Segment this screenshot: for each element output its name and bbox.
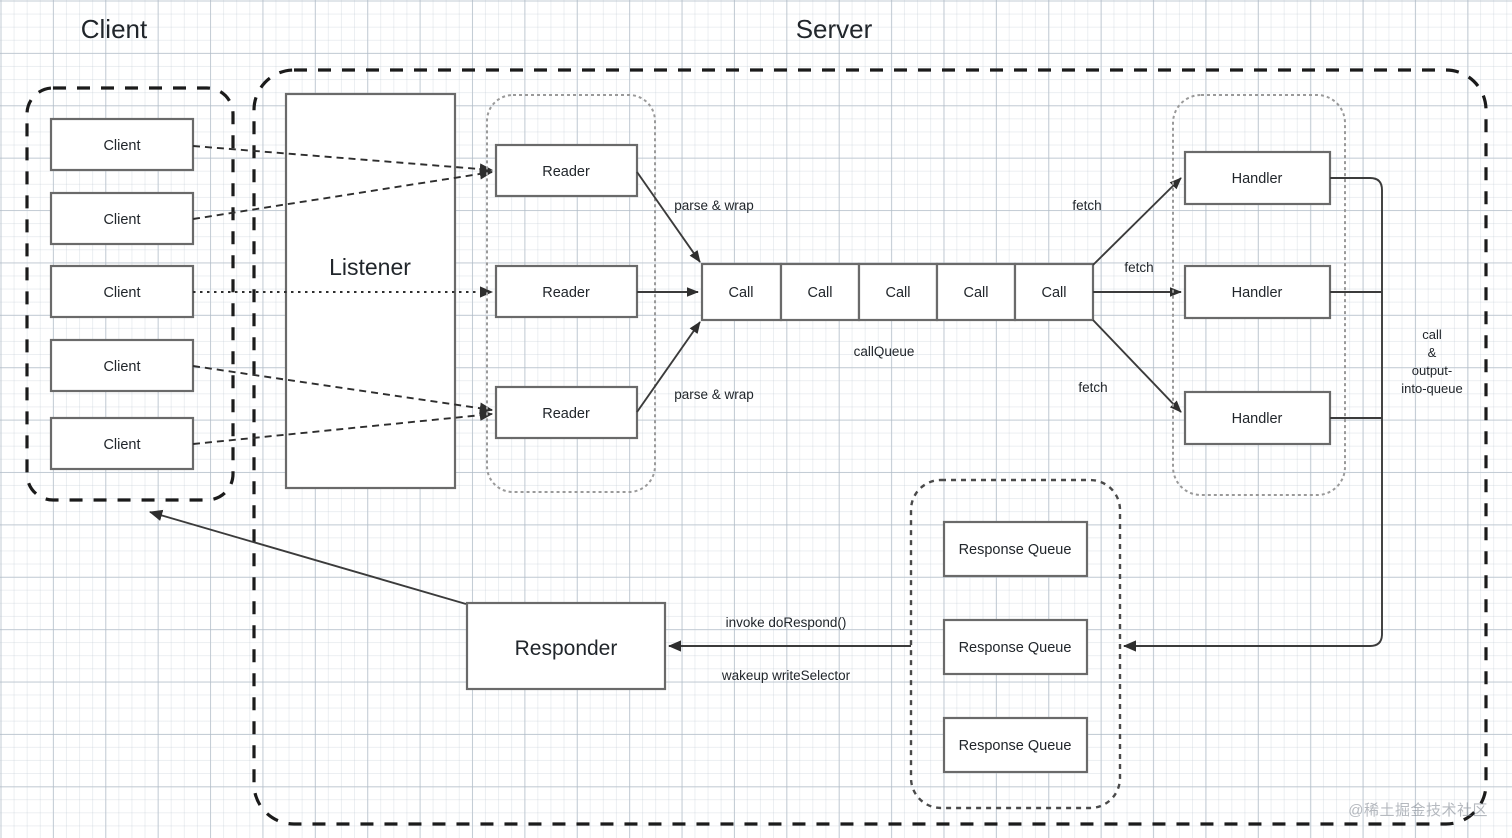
responder-node[interactable]: Responder (465, 601, 667, 691)
listener-label: Listener (329, 254, 411, 280)
client-zone-title: Client (81, 14, 148, 44)
client2-to-reader1-edge (192, 168, 494, 220)
client-box-2[interactable]: Client (49, 191, 195, 246)
client4-to-reader3-edge (192, 365, 494, 414)
response-queue-label: Response Queue (959, 738, 1072, 754)
responsequeue-to-responder-connectors: invoke doRespond() wakeup writeSelector (667, 615, 911, 683)
response-queue-box-1[interactable]: Response Queue (942, 520, 1089, 578)
reader-box-1[interactable]: Reader (494, 143, 639, 198)
client-box-label: Client (103, 212, 140, 228)
call-output-label-line2: & (1428, 345, 1437, 360)
client-box-1[interactable]: Client (49, 117, 195, 172)
call-cell-label: Call (1042, 285, 1067, 301)
handler-output-bus: call & output- into-queue (1122, 177, 1463, 652)
parse-wrap-top-label: parse & wrap (674, 198, 754, 213)
client-to-reader-connectors (192, 145, 494, 445)
handler-list: Handler Handler Handler (1183, 150, 1332, 446)
call-queue: Call Call Call Call Call callQueue (700, 262, 1095, 359)
response-queue-box-2[interactable]: Response Queue (942, 618, 1089, 676)
call-cell-label: Call (886, 285, 911, 301)
response-queue-label: Response Queue (959, 640, 1072, 656)
call-cell-1[interactable]: Call (700, 262, 783, 322)
wakeup-writeselector-label: wakeup writeSelector (721, 668, 851, 683)
reader-box-label: Reader (542, 406, 590, 422)
call-cell-3[interactable]: Call (857, 262, 939, 322)
handler-box-label: Handler (1232, 171, 1283, 187)
responder-label: Responder (515, 637, 618, 660)
call-cell-label: Call (964, 285, 989, 301)
response-queue-box-3[interactable]: Response Queue (942, 716, 1089, 774)
reader1-parse-wrap-edge (636, 171, 701, 263)
client-box-label: Client (103, 138, 140, 154)
reader3-parse-wrap-edge (636, 321, 701, 413)
reader-group-boundary (486, 94, 656, 493)
reader-list: Reader Reader Reader (494, 143, 639, 440)
client-box-label: Client (103, 285, 140, 301)
handler-group-boundary (1172, 94, 1346, 496)
call-cell-5[interactable]: Call (1013, 262, 1095, 322)
fetch-bottom-label: fetch (1078, 380, 1107, 395)
reader-box-3[interactable]: Reader (494, 385, 639, 440)
handler-box-3[interactable]: Handler (1183, 390, 1332, 446)
client-box-3[interactable]: Client (49, 264, 195, 319)
handler1-output-into-queue-edge (1122, 177, 1383, 652)
call-output-label-line4: into-queue (1401, 381, 1462, 396)
reader-to-callqueue-connectors: parse & wrap parse & wrap (636, 171, 754, 413)
call-queue-label: callQueue (854, 344, 915, 359)
client-list: Client Client Client Client Client (49, 117, 195, 471)
call-cell-label: Call (808, 285, 833, 301)
call-cell-label: Call (729, 285, 754, 301)
response-queue-label: Response Queue (959, 542, 1072, 558)
client-box-label: Client (103, 359, 140, 375)
client5-to-reader3-edge (192, 409, 494, 445)
call-cell-2[interactable]: Call (779, 262, 861, 322)
callqueue-to-handler-connectors: fetch fetch fetch (1072, 177, 1182, 413)
handler-box-1[interactable]: Handler (1183, 150, 1332, 206)
client1-to-reader1-edge (192, 145, 494, 175)
responder-to-client-edge (148, 509, 467, 605)
reader-box-2[interactable]: Reader (494, 264, 639, 319)
reader-box-label: Reader (542, 164, 590, 180)
invoke-dorespond-label: invoke doRespond() (726, 615, 847, 630)
client-box-4[interactable]: Client (49, 338, 195, 393)
call-output-label-line3: output- (1412, 363, 1452, 378)
server-zone-title: Server (796, 14, 873, 44)
fetch-bottom-edge (1092, 319, 1182, 413)
client-box-5[interactable]: Client (49, 416, 195, 471)
handler-box-label: Handler (1232, 411, 1283, 427)
response-queue-group-boundary (909, 478, 1122, 810)
listener-node[interactable]: Listener (284, 92, 457, 490)
reader-box-label: Reader (542, 285, 590, 301)
parse-wrap-bottom-label: parse & wrap (674, 387, 754, 402)
handler-box-2[interactable]: Handler (1183, 264, 1332, 320)
watermark: @稀土掘金技术社区 (1348, 802, 1488, 819)
client-zone-boundary (25, 86, 235, 502)
fetch-top-edge (1092, 177, 1182, 266)
call-output-label-line1: call (1422, 327, 1442, 342)
server-zone-boundary (252, 68, 1488, 826)
handler-box-label: Handler (1232, 285, 1283, 301)
response-queue-list: Response Queue Response Queue Response Q… (942, 520, 1089, 774)
fetch-mid-label: fetch (1124, 260, 1153, 275)
client-box-label: Client (103, 437, 140, 453)
call-cell-4[interactable]: Call (935, 262, 1017, 322)
fetch-top-label: fetch (1072, 198, 1101, 213)
